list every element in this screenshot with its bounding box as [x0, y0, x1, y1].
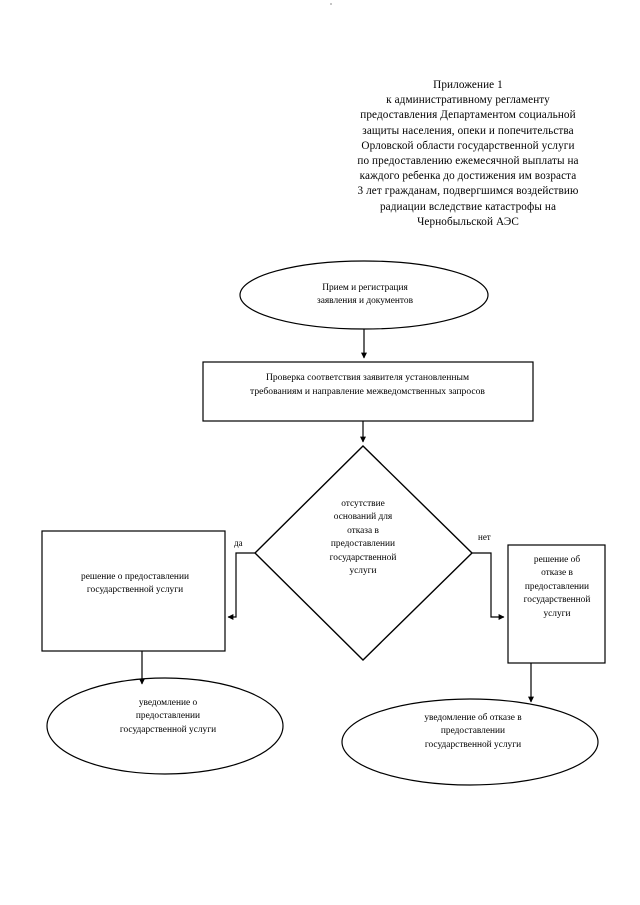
caption-line-6: по предоставлению ежемесячной выплаты на — [357, 155, 579, 168]
caption-line-4: защиты населения, опеки и попечительства — [362, 124, 574, 137]
caption-line-2: к административному регламенту — [386, 94, 550, 107]
caption-line-3: предоставления Департаментом социальной — [360, 109, 576, 122]
node-notify-grant-label: уведомление о предоставлении государстве… — [119, 698, 217, 735]
caption-line-7: каждого ребенка до достижения им возраст… — [359, 170, 577, 183]
node-notify-refuse-label: уведомление об отказе в предоставлении г… — [424, 713, 522, 750]
edge-decision-refuse — [472, 552, 505, 620]
caption-line-10: Чернобыльской АЭС — [417, 215, 519, 228]
caption-line-1: Приложение 1 — [433, 79, 503, 91]
node-grant-shape — [41, 530, 226, 652]
caption-line-8: 3 лет гражданам, подвергшимся воздействи… — [357, 185, 579, 198]
node-refuse-shape — [507, 544, 606, 664]
node-check-label: Проверка соответствия заявителя установл… — [250, 372, 485, 397]
edge-decision-grant — [227, 552, 255, 620]
node-decision-shape — [254, 445, 473, 661]
scan-speck-artifact — [330, 3, 332, 5]
node-notify-grant-shape — [46, 677, 284, 775]
caption-line-9: радиации вследствие катастрофы на — [379, 200, 557, 213]
node-notify-refuse-shape — [341, 698, 599, 786]
caption-line-5: Орловской области государственной услуги — [361, 139, 575, 152]
edge-label-no: нет — [478, 532, 491, 542]
node-start-label: Прием и регистрация заявления и документ… — [316, 283, 413, 307]
edge-label-yes: да — [234, 538, 243, 548]
node-decision-label: отсутствие оснований для отказа в предос… — [329, 499, 397, 577]
node-grant-label: решение о предоставлении государственной… — [81, 572, 189, 596]
node-check-shape — [202, 361, 534, 422]
node-refuse-label: решение об отказе в предоставлении госуд… — [523, 555, 591, 619]
appendix-caption: Приложение 1 к административному регламе… — [318, 78, 618, 230]
